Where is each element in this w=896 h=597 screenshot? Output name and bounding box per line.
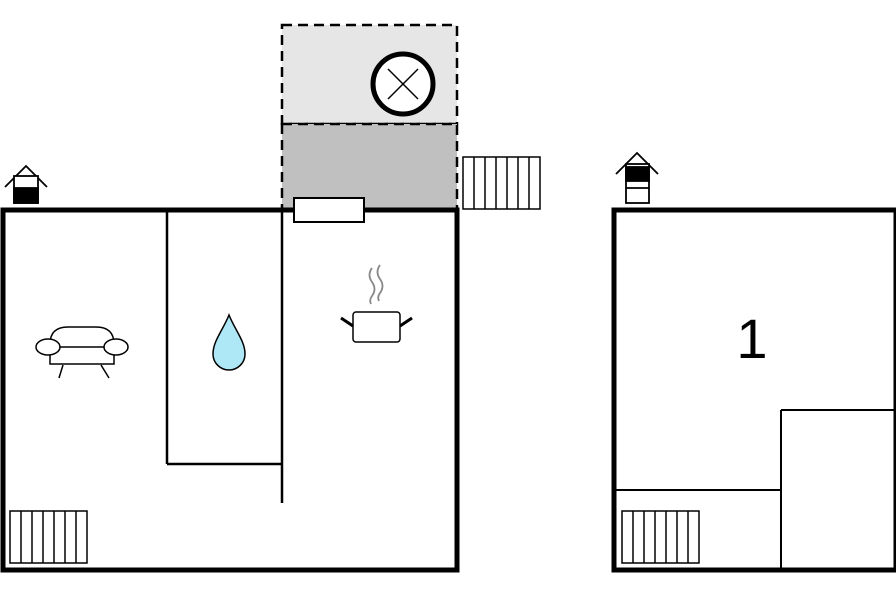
interior-walls xyxy=(165,210,284,503)
house-floor-marker-icon xyxy=(4,164,48,204)
stairs-icon xyxy=(9,510,88,564)
water-drop-icon xyxy=(212,312,246,371)
covered-terrace xyxy=(280,122,459,212)
upper-interior-walls xyxy=(614,409,896,570)
upper-floor-outline xyxy=(611,207,896,573)
stairs-icon xyxy=(462,156,541,210)
hot-tub-icon xyxy=(370,51,436,117)
cooking-pot-icon xyxy=(340,264,413,343)
bedroom-number-label: 1 xyxy=(736,307,767,370)
house-floor-marker-icon xyxy=(615,151,659,204)
ground-floor-outline xyxy=(0,207,460,573)
window xyxy=(293,197,365,223)
stairs-icon xyxy=(621,510,700,564)
sofa-icon xyxy=(35,326,129,379)
